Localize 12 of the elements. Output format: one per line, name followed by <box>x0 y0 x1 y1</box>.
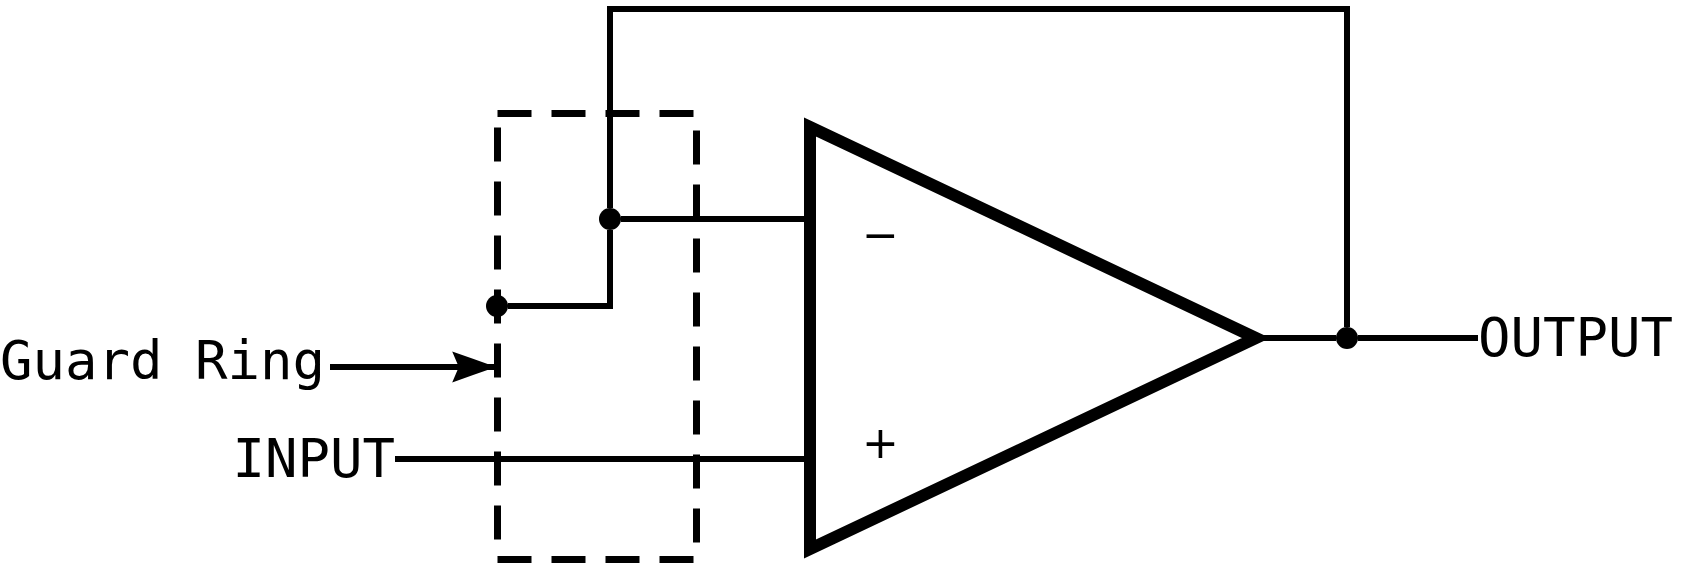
wire <box>621 216 804 222</box>
wire <box>1358 335 1478 341</box>
signal-label: Guard Ring <box>0 334 326 388</box>
junction-dot <box>1336 327 1358 349</box>
wire <box>395 456 804 462</box>
junction-dot <box>599 208 621 230</box>
wire <box>1262 335 1336 341</box>
wire <box>508 230 613 309</box>
guard-ring-outline <box>494 110 700 563</box>
signal-label: INPUT <box>232 432 395 486</box>
junction-dot <box>486 295 508 317</box>
signal-label: OUTPUT <box>1478 311 1674 365</box>
